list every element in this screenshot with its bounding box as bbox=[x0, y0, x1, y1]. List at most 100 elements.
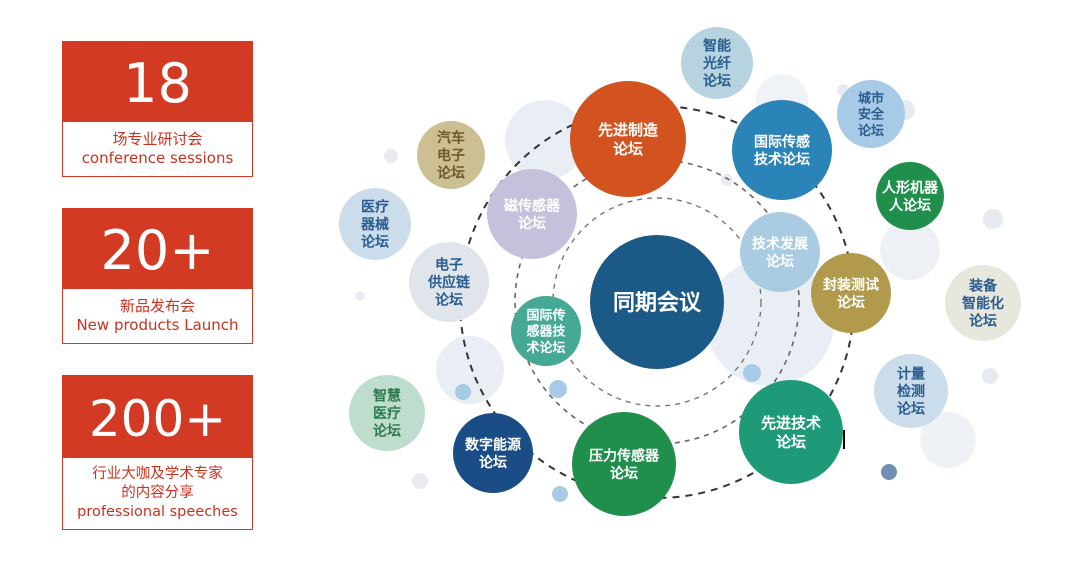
forum-label-line: 电子 bbox=[437, 147, 465, 164]
stat-description: 新品发布会 New products Launch bbox=[63, 289, 252, 343]
forum-label-line: 检测 bbox=[897, 383, 925, 400]
forum-label-line: 人形机器 bbox=[882, 179, 939, 196]
forum-label-line: 论坛 bbox=[613, 140, 643, 158]
forum-label-line: 供应链 bbox=[427, 274, 471, 291]
decorative-circle bbox=[706, 258, 834, 386]
forum-label-line: 医疗 bbox=[361, 199, 389, 216]
forum-label-line: 论坛 bbox=[776, 433, 806, 451]
decorative-circle bbox=[721, 174, 733, 186]
forum-label-line: 论坛 bbox=[897, 401, 925, 418]
orbit-ring bbox=[552, 197, 762, 407]
stat-line: 行业大咖及学术专家 bbox=[92, 466, 223, 482]
forum-circle bbox=[874, 354, 948, 428]
forum-label-line: 论坛 bbox=[361, 234, 389, 251]
forum-label-line: 术论坛 bbox=[525, 340, 565, 356]
forum-circle bbox=[570, 81, 686, 197]
decorative-circle bbox=[982, 368, 998, 384]
accent-dot bbox=[552, 486, 568, 502]
forum-label-line: 磁传感器 bbox=[504, 197, 561, 214]
forum-label-line: 汽车 bbox=[437, 130, 465, 147]
forum-circle bbox=[837, 80, 905, 148]
forum-label-line: 医疗 bbox=[373, 405, 401, 422]
forum-label-line: 感器技 bbox=[526, 324, 566, 340]
forum-label-line: 智能化 bbox=[961, 295, 1004, 312]
forum-circle bbox=[349, 375, 425, 451]
stat-card-launches: 20+ 新品发布会 New products Launch bbox=[62, 208, 253, 344]
center-circle bbox=[590, 235, 724, 369]
forum-circle bbox=[945, 265, 1021, 341]
forum-circle bbox=[811, 253, 891, 333]
forum-label-line: 人论坛 bbox=[889, 197, 931, 214]
center-label: 同期会议 bbox=[613, 290, 702, 316]
accent-dot bbox=[881, 464, 897, 480]
stat-line: 的内容分享 bbox=[121, 485, 194, 501]
stat-number: 18 bbox=[63, 42, 252, 122]
forum-label-line: 论坛 bbox=[858, 123, 884, 139]
forum-label-line: 先进技术 bbox=[761, 414, 821, 432]
decorative-circle bbox=[355, 291, 365, 301]
forum-label-line: 智能 bbox=[702, 38, 731, 55]
accent-dot bbox=[455, 384, 471, 400]
forum-label-line: 电子 bbox=[435, 257, 463, 274]
forum-label-line: 论坛 bbox=[703, 73, 731, 90]
forum-label-line: 论坛 bbox=[373, 423, 401, 440]
forum-label-line: 封装测试 bbox=[823, 276, 879, 293]
forum-circle bbox=[417, 121, 485, 189]
forum-circle bbox=[876, 162, 944, 230]
forum-circle bbox=[681, 27, 753, 99]
forum-label-line: 论坛 bbox=[435, 292, 463, 309]
forum-label-line: 城市 bbox=[858, 90, 884, 106]
stat-number: 200+ bbox=[63, 376, 252, 458]
forum-circle bbox=[732, 100, 832, 200]
stat-line: conference sessions bbox=[81, 149, 234, 167]
forum-circle bbox=[409, 242, 489, 322]
forum-label-line: 计量 bbox=[897, 366, 925, 383]
forum-circle bbox=[740, 212, 820, 292]
forum-label-line: 论坛 bbox=[969, 313, 997, 330]
forum-label-line: 论坛 bbox=[610, 465, 638, 482]
forum-circle bbox=[453, 413, 533, 493]
forum-label-line: 装备 bbox=[968, 278, 998, 295]
forum-label-line: 国际传 bbox=[526, 307, 565, 323]
forum-bubbles: 同期会议先进制造论坛国际传感技术论坛磁传感器论坛技术发展论坛封装测试论坛国际传感… bbox=[339, 27, 1021, 516]
forum-circle bbox=[739, 380, 843, 484]
forum-label-line: 智慧 bbox=[372, 388, 401, 405]
decorative-circle bbox=[983, 209, 1003, 229]
forum-label-line: 论坛 bbox=[837, 294, 865, 311]
accent-dot bbox=[549, 380, 567, 398]
stat-line: 新品发布会 bbox=[119, 297, 195, 315]
decorative-circle bbox=[384, 149, 398, 163]
center-bubble: 同期会议 bbox=[590, 235, 724, 369]
forum-label-line: 论坛 bbox=[766, 253, 794, 270]
decorative-circle bbox=[436, 336, 504, 404]
accent-dot bbox=[743, 364, 761, 382]
decorative-circle bbox=[412, 473, 428, 489]
forum-label-line: 器械 bbox=[360, 216, 389, 233]
stat-line: New products Launch bbox=[76, 316, 239, 334]
forum-label-line: 安全 bbox=[858, 107, 885, 123]
forum-label-line: 技术发展 bbox=[752, 235, 808, 252]
forum-label-line: 论坛 bbox=[437, 165, 465, 182]
forum-label-line: 论坛 bbox=[518, 215, 546, 232]
forum-circle bbox=[487, 169, 577, 259]
decorative-circle bbox=[880, 220, 940, 280]
forum-label-line: 先进制造 bbox=[598, 121, 658, 139]
